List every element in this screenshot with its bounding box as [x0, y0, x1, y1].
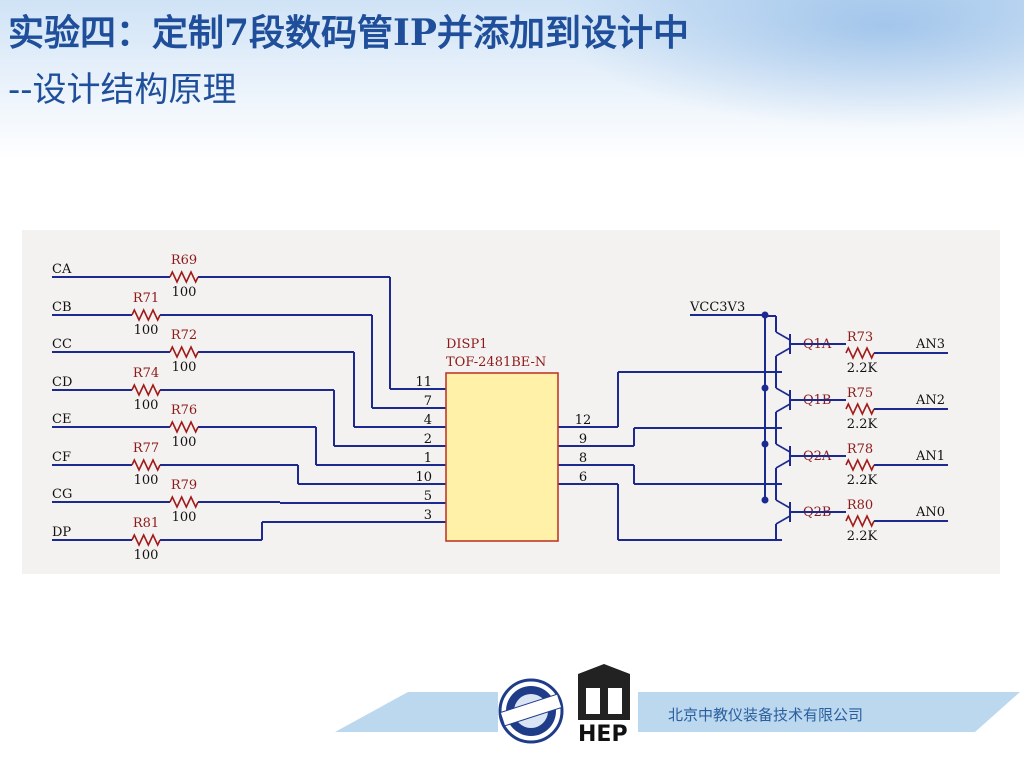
- transistor-emitter: [775, 499, 791, 509]
- net-label: AN2: [915, 393, 945, 408]
- transistor-symbol: [765, 315, 846, 372]
- pin-number: 8: [579, 451, 587, 466]
- display-ref: DISP1: [446, 337, 487, 352]
- company-name: 北京中教仪装备技术有限公司: [668, 706, 864, 724]
- resistor-value: 100: [134, 548, 159, 563]
- resistor-ref: R71: [133, 291, 159, 306]
- hep-logo-text: HEP: [578, 722, 628, 747]
- resistor-symbol: [131, 383, 161, 397]
- signal-label: CD: [52, 375, 72, 390]
- resistor-ref: R78: [847, 442, 873, 457]
- wires: [52, 276, 948, 541]
- pin-number: 12: [575, 413, 592, 428]
- net-label: AN0: [915, 505, 945, 520]
- resistor-value: 100: [172, 510, 197, 525]
- resistor-symbol: [169, 345, 199, 359]
- power-label: VCC3V3: [689, 300, 745, 315]
- pin-number: 6: [579, 470, 587, 485]
- junction-dot: [761, 440, 769, 448]
- resistor-ref: R73: [847, 330, 873, 345]
- junction-dot: [761, 384, 769, 392]
- resistor-ref: R74: [133, 366, 159, 381]
- transistor-symbol: [765, 483, 846, 540]
- pin-number: 9: [579, 432, 587, 447]
- resistor-symbol: [845, 346, 875, 360]
- resistor-symbol: [845, 402, 875, 416]
- pin-number: 3: [424, 508, 432, 523]
- resistor-symbol: [131, 458, 161, 472]
- net-label: AN1: [915, 449, 945, 464]
- pin-number: 11: [415, 375, 432, 390]
- resistor-value: 2.2K: [847, 473, 878, 488]
- pin-number: 7: [424, 394, 432, 409]
- pin-number: 1: [424, 451, 432, 466]
- signal-label: CG: [52, 487, 72, 502]
- transistor-emitter: [775, 443, 791, 453]
- resistor-ref: R69: [171, 253, 197, 268]
- hep-logo-icon: [578, 664, 630, 720]
- resistor-ref: R76: [171, 403, 197, 418]
- resistor-value: 100: [134, 323, 159, 338]
- resistor-symbol: [169, 420, 199, 434]
- resistor-ref: R81: [133, 516, 159, 531]
- resistor-value: 100: [172, 285, 197, 300]
- resistor-ref: R75: [847, 386, 873, 401]
- pin-number: 4: [424, 413, 432, 428]
- display-body: [445, 372, 559, 542]
- xilinx-badge-icon: [498, 678, 564, 744]
- transistor-symbol: [765, 371, 846, 428]
- signal-label: CA: [52, 262, 72, 277]
- junction-dot: [761, 496, 769, 504]
- resistor-ref: R77: [133, 441, 159, 456]
- transistor-collector: [775, 459, 791, 469]
- resistor-symbol: [845, 458, 875, 472]
- resistor-value: 2.2K: [847, 417, 878, 432]
- resistor-symbol: [169, 270, 199, 284]
- pin-number: 5: [424, 489, 432, 504]
- resistor-ref: R72: [171, 328, 197, 343]
- resistor-symbol: [131, 533, 161, 547]
- signal-label: CE: [52, 412, 71, 427]
- resistor-value: 100: [172, 360, 197, 375]
- pin-number: 10: [415, 470, 432, 485]
- transistor-collector: [775, 347, 791, 357]
- signal-label: DP: [52, 525, 71, 540]
- resistors: [131, 270, 875, 547]
- transistor-collector: [775, 403, 791, 413]
- resistor-symbol: [131, 308, 161, 322]
- resistor-ref: R80: [847, 498, 873, 513]
- transistor-emitter: [775, 387, 791, 397]
- net-label: AN3: [915, 337, 945, 352]
- resistor-symbol: [169, 495, 199, 509]
- resistor-value: 100: [134, 398, 159, 413]
- page-subtitle: --设计结构原理: [8, 70, 237, 110]
- resistor-symbol: [845, 514, 875, 528]
- signal-label: CB: [52, 300, 72, 315]
- transistor-symbol: [765, 427, 846, 484]
- header-glow: [560, 0, 1024, 130]
- display-part: TOF-2481BE-N: [446, 355, 546, 370]
- transistor-collector: [775, 515, 791, 525]
- parts: [445, 311, 846, 542]
- resistor-value: 100: [172, 435, 197, 450]
- resistor-value: 2.2K: [847, 529, 878, 544]
- page-title: 实验四：定制7段数码管IP并添加到设计中: [8, 12, 689, 54]
- signal-label: CC: [52, 337, 72, 352]
- resistor-value: 100: [134, 473, 159, 488]
- resistor-ref: R79: [171, 478, 197, 493]
- pin-number: 2: [424, 432, 432, 447]
- resistor-value: 2.2K: [847, 361, 878, 376]
- transistor-emitter: [775, 331, 791, 341]
- signal-label: CF: [52, 450, 71, 465]
